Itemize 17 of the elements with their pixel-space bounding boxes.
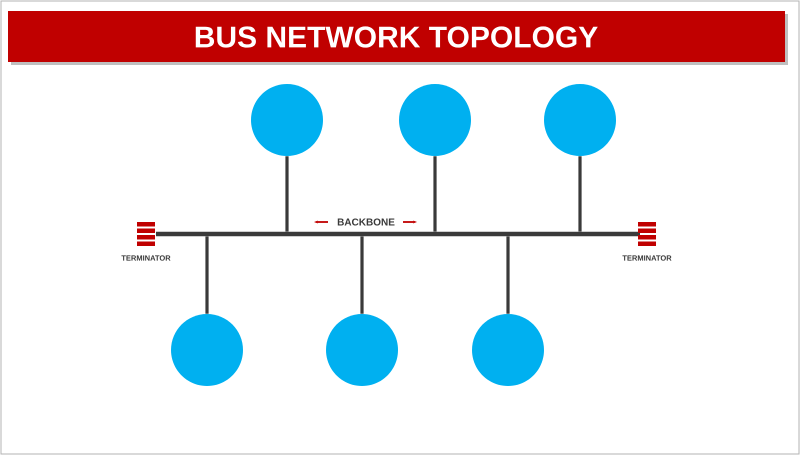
terminator-icon bbox=[638, 222, 656, 246]
title-banner: BUS NETWORK TOPOLOGY bbox=[8, 11, 788, 65]
device-circle bbox=[544, 84, 616, 156]
terminator-icon bbox=[137, 222, 155, 246]
drop-line bbox=[360, 236, 364, 314]
drop-line bbox=[578, 156, 582, 232]
device-circle bbox=[326, 314, 398, 386]
device-circle bbox=[472, 314, 544, 386]
device-circle bbox=[399, 84, 471, 156]
drop-line bbox=[285, 156, 289, 232]
drop-line bbox=[205, 236, 209, 314]
drop-line bbox=[433, 156, 437, 232]
device-circle bbox=[251, 84, 323, 156]
drop-line bbox=[506, 236, 510, 314]
device-circle bbox=[171, 314, 243, 386]
backbone-label: BACKBONE bbox=[338, 218, 394, 226]
backbone-bus bbox=[156, 232, 640, 236]
